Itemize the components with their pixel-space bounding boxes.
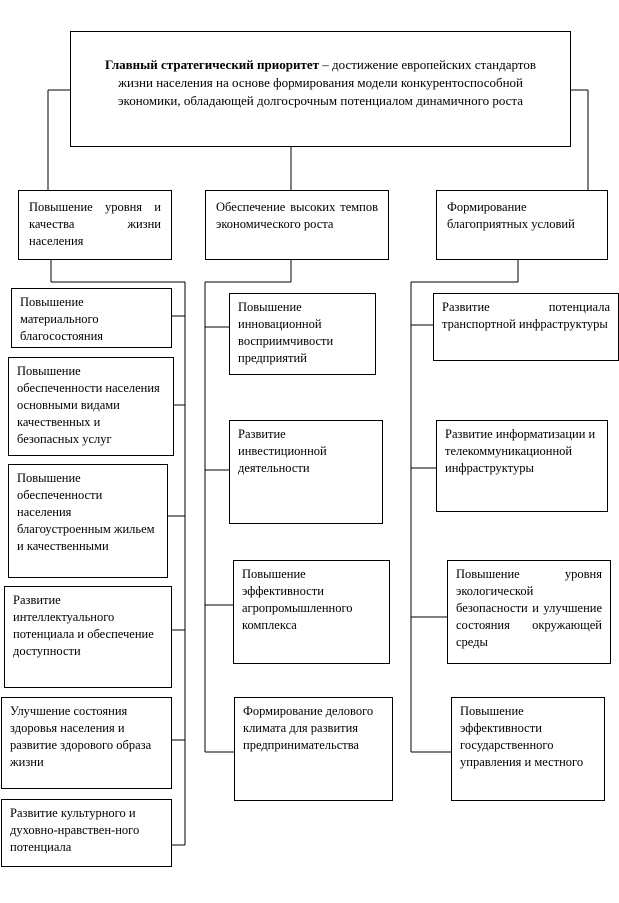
column-1-item: Повышение обеспеченности населения благо… [8, 464, 168, 578]
column-2-item: Повышение инновационной восприимчивости … [229, 293, 376, 375]
column-2-item: Развитие инвестиционной деятельности [229, 420, 383, 524]
column-3-item: Повышение эффективности государственного… [451, 697, 605, 801]
column-1-item: Повышение материального благосостояния [11, 288, 172, 348]
column-1-item: Развитие интеллектуального потенциала и … [4, 586, 172, 688]
column-3-item: Развитие потенциала транспортной инфраст… [433, 293, 619, 361]
column-1-item: Повышение обеспеченности населения основ… [8, 357, 174, 456]
column-2-header: Обеспечение высоких темпов экономическог… [205, 190, 389, 260]
main-priority-title: Главный стратегический приоритет [105, 57, 320, 72]
main-priority-box: Главный стратегический приоритет – дости… [70, 31, 571, 147]
column-1-header: Повышение уровня и качества жизни населе… [18, 190, 172, 260]
column-3-item: Повышение уровня экологической безопасно… [447, 560, 611, 664]
column-3-item: Развитие информатизации и телекоммуникац… [436, 420, 608, 512]
main-priority-text: – достижение европейских стандартов жизн… [117, 57, 536, 108]
column-2-item: Повышение эффективности агропромышленног… [233, 560, 390, 664]
column-3-header: Формирование благоприятных условий [436, 190, 608, 260]
column-1-item: Развитие культурного и духовно-нравствен… [1, 799, 172, 867]
column-2-item: Формирование делового климата для развит… [234, 697, 393, 801]
column-1-item: Улучшение состояния здоровья населения и… [1, 697, 172, 789]
